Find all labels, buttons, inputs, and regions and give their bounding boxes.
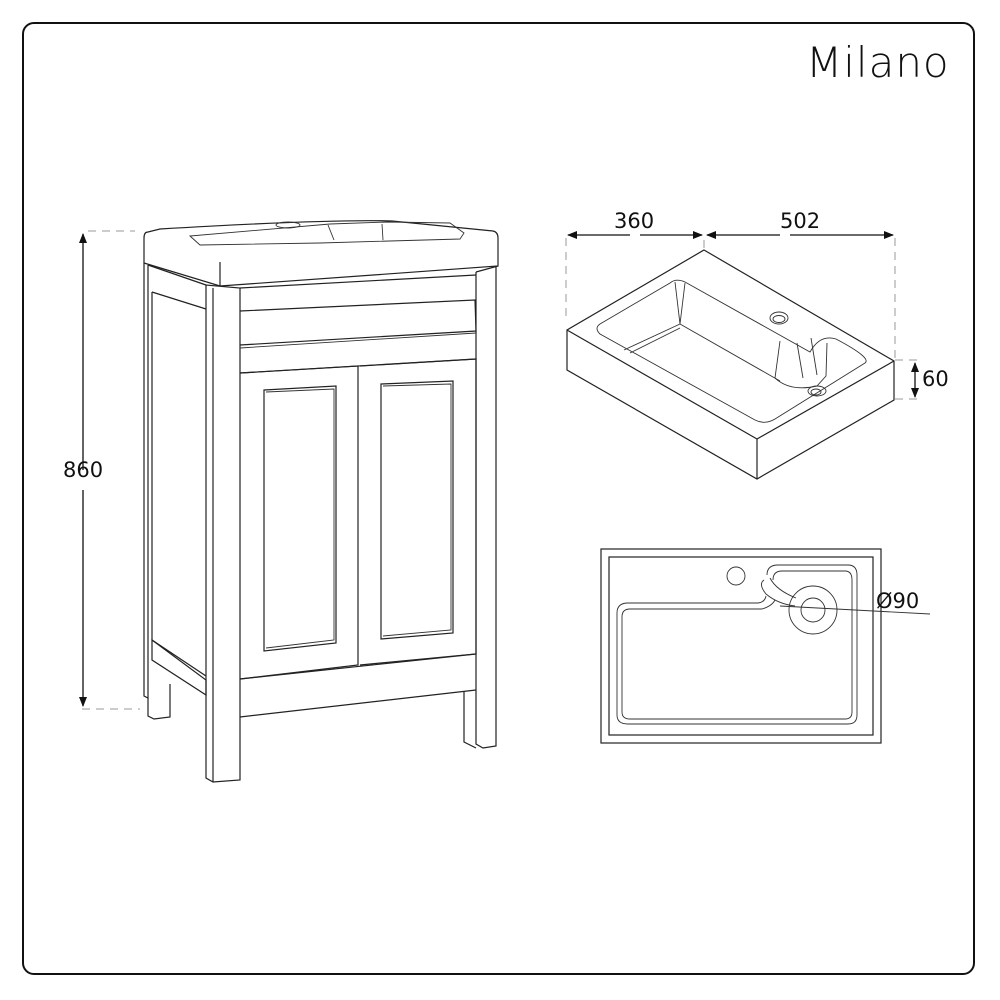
drawing-frame xyxy=(22,22,975,975)
vanity-cabinet-drawing xyxy=(79,220,499,783)
cabinet-height-label: 860 xyxy=(63,458,104,482)
basin-isometric-drawing xyxy=(565,231,919,480)
brand-logo: Milano xyxy=(806,38,950,87)
waste-diameter-label: Ø90 xyxy=(876,589,920,613)
basin-top-view-drawing xyxy=(600,548,931,744)
basin-width-label: 360 xyxy=(614,209,655,233)
basin-length-label: 502 xyxy=(780,209,821,233)
basin-depth-label: 60 xyxy=(922,367,949,391)
